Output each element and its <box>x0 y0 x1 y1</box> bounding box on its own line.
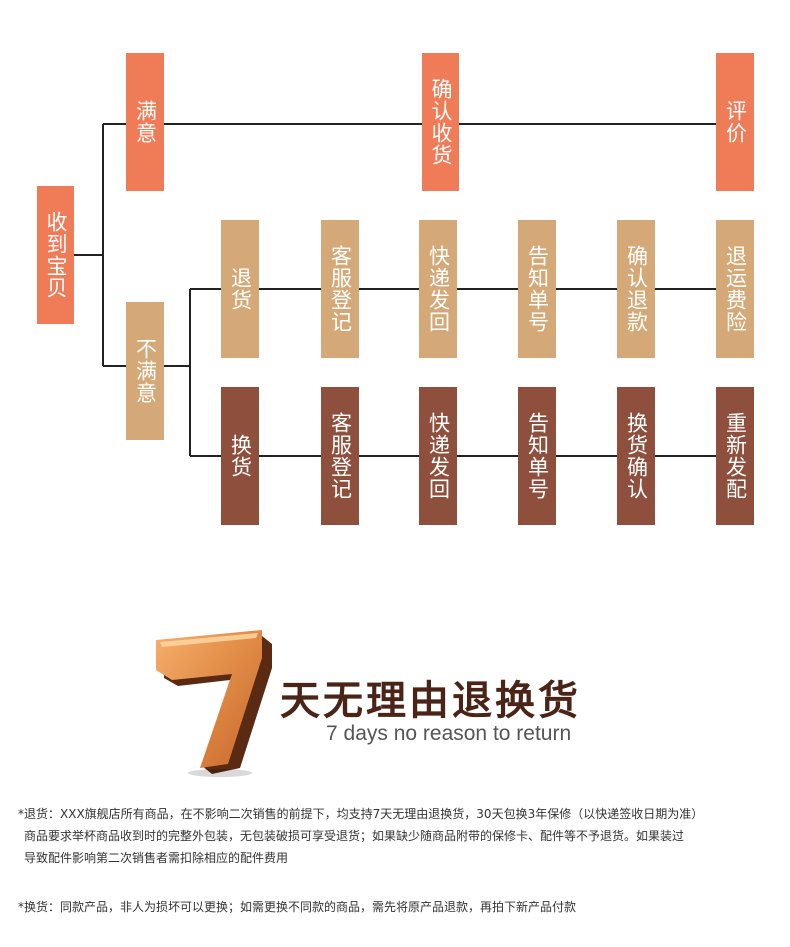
exchange-step-1: 换货 <box>221 387 259 525</box>
step-label: 客服登记 <box>328 245 353 333</box>
step-label: 退运费险 <box>723 245 748 333</box>
step-label: 换货 <box>228 434 253 478</box>
step-label: 快递发回 <box>426 412 451 500</box>
step-label: 确认收货 <box>429 78 453 166</box>
step-label: 确认退款 <box>624 245 649 333</box>
exchange-policy-note: *换货：同款产品，非人为损坏可以更换；如需更换不同款的商品，需先将原产品退款，再… <box>18 896 778 918</box>
exchange-step-4: 告知单号 <box>518 387 556 525</box>
exchange-policy-line-1: *换货：同款产品，非人为损坏可以更换；如需更换不同款的商品，需先将原产品退款，再… <box>18 900 577 914</box>
root-node-label: 收到宝贝 <box>44 211 68 299</box>
step-label: 客服登记 <box>328 412 353 500</box>
satisfied-node: 满意 <box>126 53 164 191</box>
exchange-step-3: 快递发回 <box>419 387 457 525</box>
seven-day-logo-icon <box>156 630 272 777</box>
step-label: 评价 <box>723 100 748 144</box>
exchange-step-5: 换货确认 <box>617 387 655 525</box>
root-node: 收到宝贝 <box>37 186 74 324</box>
return-step-5: 确认退款 <box>617 220 655 358</box>
satisfied-step-confirm-receipt: 确认收货 <box>422 53 459 191</box>
headline: 天无理由退换货 <box>280 678 581 724</box>
return-policy-note: *退货：XXX旗舰店所有商品，在不影响二次销售的前提下，均支持7天无理由退换货，… <box>18 803 778 869</box>
step-label: 重新发配 <box>723 412 748 500</box>
exchange-step-2: 客服登记 <box>321 387 359 525</box>
return-policy-line-3: 导致配件影响第二次销售者需扣除相应的配件费用 <box>24 851 289 865</box>
step-label: 告知单号 <box>525 245 550 333</box>
unsatisfied-node: 不满意 <box>126 302 164 440</box>
step-label: 快递发回 <box>426 245 451 333</box>
return-step-1: 退货 <box>221 220 259 358</box>
unsatisfied-node-label: 不满意 <box>133 338 158 404</box>
return-policy-line-2: 商品要求举杯商品收到时的完整外包装，无包装破损可享受退货；如果缺少随商品附带的保… <box>24 829 685 843</box>
return-policy-line-1: *退货：XXX旗舰店所有商品，在不影响二次销售的前提下，均支持7天无理由退换货，… <box>18 807 704 821</box>
step-label: 告知单号 <box>525 412 550 500</box>
return-step-4: 告知单号 <box>518 220 556 358</box>
satisfied-step-review: 评价 <box>716 53 754 191</box>
subline: 7 days no reason to return <box>326 722 572 745</box>
step-label: 换货确认 <box>624 412 649 500</box>
step-label: 退货 <box>228 267 253 311</box>
return-step-3: 快递发回 <box>419 220 457 358</box>
satisfied-node-label: 满意 <box>133 100 158 144</box>
exchange-step-6: 重新发配 <box>716 387 754 525</box>
return-step-2: 客服登记 <box>321 220 359 358</box>
return-step-6: 退运费险 <box>716 220 754 358</box>
